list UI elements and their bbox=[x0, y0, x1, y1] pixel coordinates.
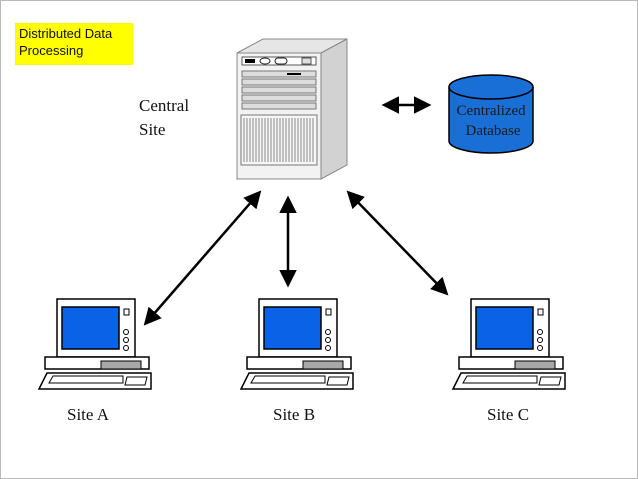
site-a-computer-icon bbox=[37, 298, 152, 390]
arrow-central-to-site-a bbox=[143, 190, 262, 326]
title-line-2: Processing bbox=[19, 43, 84, 58]
site-b-computer-icon bbox=[239, 298, 354, 390]
site-b-label: Site B bbox=[273, 405, 316, 424]
server-icon bbox=[236, 38, 348, 180]
title-line-1: Distributed Data bbox=[19, 26, 113, 41]
diagram-title: Distributed Data Processing bbox=[15, 23, 133, 65]
database-icon: Centralized Database bbox=[448, 74, 534, 154]
database-label: Centralized Database bbox=[457, 103, 530, 139]
database-label-line-2: Database bbox=[466, 123, 521, 139]
arrow-central-to-site-c bbox=[346, 190, 449, 296]
central-site-label-line-2: Site bbox=[139, 120, 166, 139]
database-label-line-1: Centralized bbox=[457, 103, 527, 119]
site-a-label: Site A bbox=[67, 405, 110, 424]
central-site-label-line-1: Central bbox=[139, 96, 190, 115]
site-c-computer-icon bbox=[451, 298, 566, 390]
site-c-label: Site C bbox=[487, 405, 530, 424]
central-site-label: Central Site bbox=[139, 94, 189, 142]
